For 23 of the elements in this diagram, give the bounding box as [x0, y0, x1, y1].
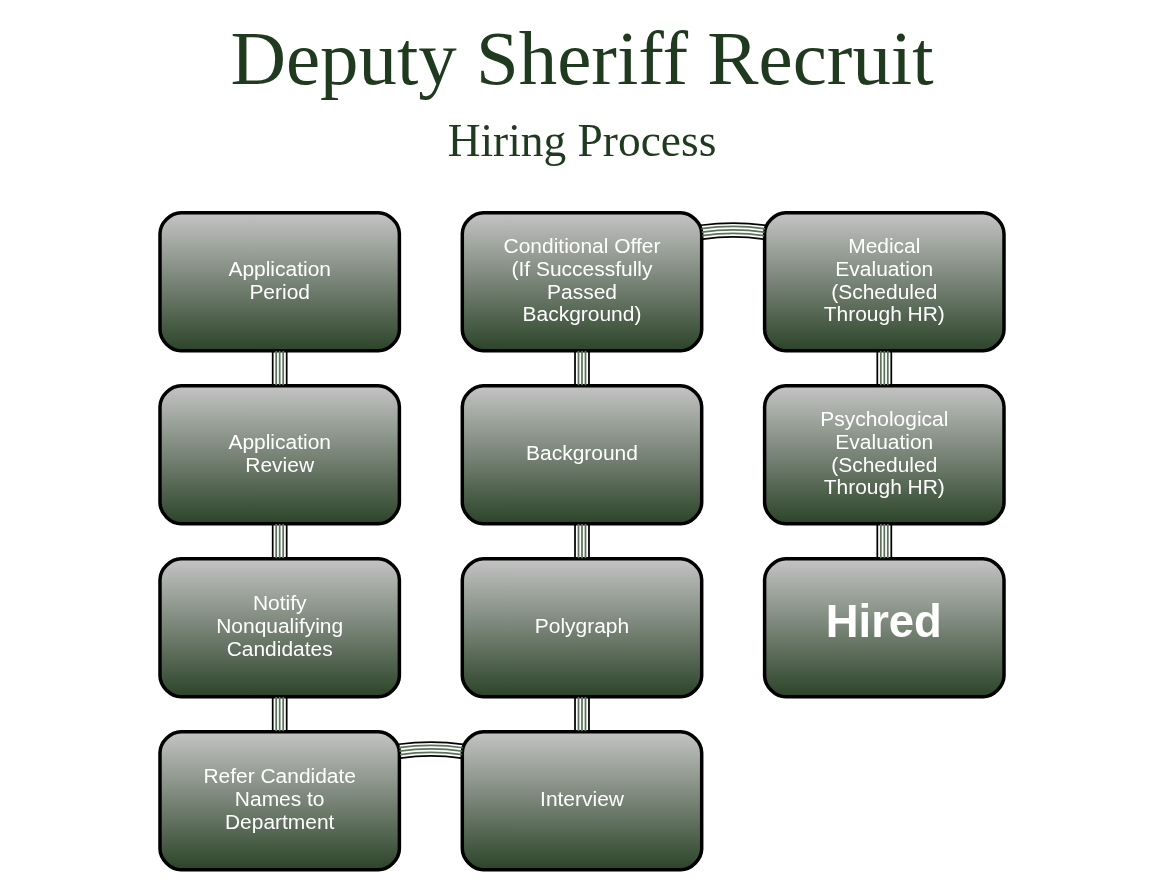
connector: [271, 696, 288, 733]
connector: [397, 741, 464, 759]
connector: [271, 350, 288, 387]
node-box: Conditional Offer (If Successfully Passed Background): [460, 210, 703, 353]
connector: [699, 222, 766, 240]
connector: [875, 523, 892, 560]
connector: [573, 696, 590, 733]
node-box: Application Period: [157, 210, 401, 353]
node-box: Background: [460, 383, 703, 526]
node-box: Application Review: [157, 383, 401, 526]
diagram-title: Deputy Sheriff Recruit: [229, 14, 934, 101]
node-box: Polygraph: [460, 556, 703, 699]
node-box: Refer Candidate Names to Department: [157, 729, 401, 872]
node-box: Hired: [762, 556, 1006, 699]
connector: [271, 523, 288, 560]
node-box: Psychological Evaluation (Scheduled Through HR): [762, 383, 1006, 526]
node-box: Notify Nonqualifying Candidates: [157, 556, 401, 699]
label: Hiring Process: [447, 116, 716, 167]
node-box: Interview: [460, 729, 703, 872]
node-box: Medical Evaluation (Scheduled Through HR): [762, 210, 1006, 353]
connector: [573, 523, 590, 560]
connector: [875, 350, 892, 387]
connector: [573, 350, 590, 387]
